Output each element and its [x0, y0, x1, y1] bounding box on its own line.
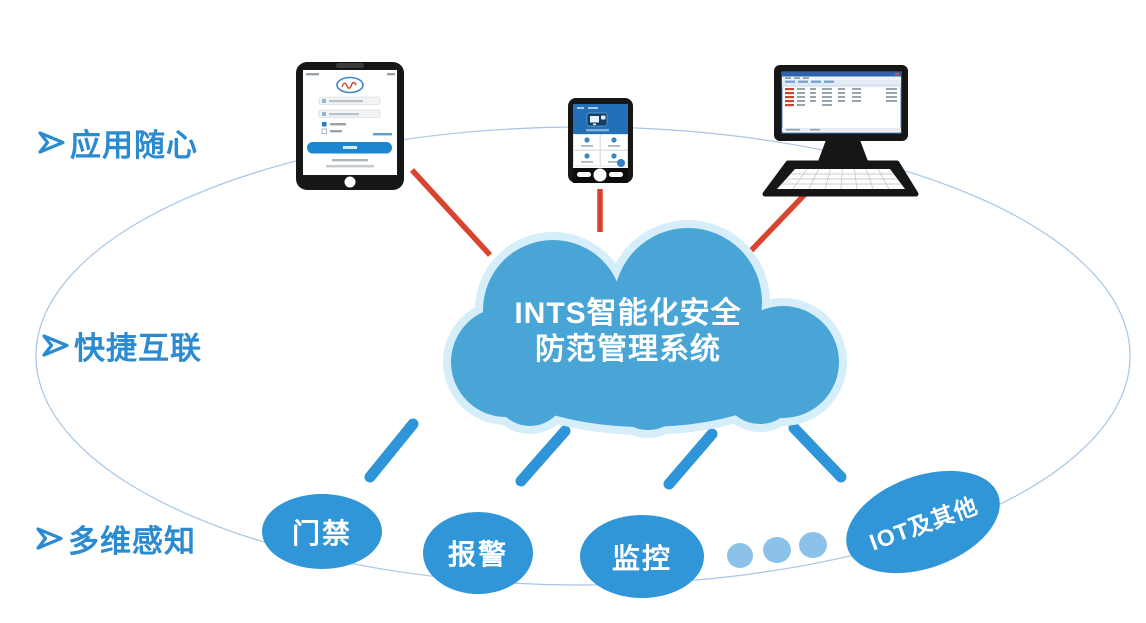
connector-tablet-cloud — [409, 168, 493, 257]
tablet-device — [296, 62, 404, 190]
ellipsis-dot-icon — [763, 537, 791, 563]
dash-cloud-iot — [788, 422, 847, 483]
arrowhead-right-icon — [42, 334, 69, 357]
tile-icons — [584, 137, 617, 159]
blue-dashes — [364, 418, 847, 490]
window-titlebar — [782, 72, 901, 77]
feature-label-text: 多维感知 — [68, 524, 196, 559]
node-label: 门禁 — [291, 517, 352, 549]
dash-cloud-monitor — [663, 428, 718, 490]
node-alarm: 报警 — [423, 512, 533, 594]
ellipsis-dot-icon — [727, 543, 753, 568]
cloud-title-line1: INTS智能化安全 — [514, 297, 742, 330]
node-door-access: 门禁 — [262, 494, 382, 569]
dash-cloud-alarm — [515, 425, 571, 487]
red-connectors — [409, 168, 812, 260]
cloud-title: INTS智能化安全 防范管理系统 — [438, 296, 818, 368]
keyboard — [762, 160, 919, 197]
node-label: 报警 — [447, 539, 508, 570]
tablet-home-button — [344, 176, 356, 188]
notification-badge — [617, 159, 625, 167]
feature-label-apps: 应用随心 — [38, 120, 198, 165]
node-label: IOT及其他 — [865, 492, 982, 556]
feature-label-text: 应用随心 — [70, 128, 198, 163]
cloud-title-line2: 防范管理系统 — [535, 333, 721, 366]
node-label: 监控 — [611, 542, 672, 574]
phone-nav-left — [577, 172, 591, 177]
feature-label-connect: 快捷互联 — [42, 323, 202, 368]
feature-label-text: 快捷互联 — [74, 331, 202, 366]
camera-banner-icon — [586, 112, 608, 127]
table-rows — [785, 88, 897, 107]
arrowhead-right-icon — [38, 131, 65, 154]
login-button — [307, 142, 392, 154]
connector-desktop-cloud — [742, 187, 812, 260]
node-monitoring: 监控 — [580, 515, 704, 598]
app-logo-icon — [336, 76, 364, 94]
ellipsis-dot-icon — [799, 532, 827, 558]
tablet-notch — [336, 63, 364, 68]
phone-home-button — [593, 168, 607, 182]
login-fields — [318, 96, 381, 118]
cloud-shape — [451, 228, 839, 430]
login-checkboxes — [321, 122, 346, 134]
feature-label-sense: 多维感知 — [36, 516, 196, 561]
arrowhead-right-icon — [36, 527, 63, 550]
phone-device — [568, 98, 633, 183]
table-header-row — [782, 83, 901, 88]
forgot-password-link — [373, 133, 392, 136]
desktop-device — [762, 65, 919, 197]
dash-cloud-door — [364, 418, 419, 483]
window-statusbar — [782, 128, 901, 132]
window-toolbar — [782, 79, 901, 84]
phone-nav-right — [609, 172, 623, 177]
